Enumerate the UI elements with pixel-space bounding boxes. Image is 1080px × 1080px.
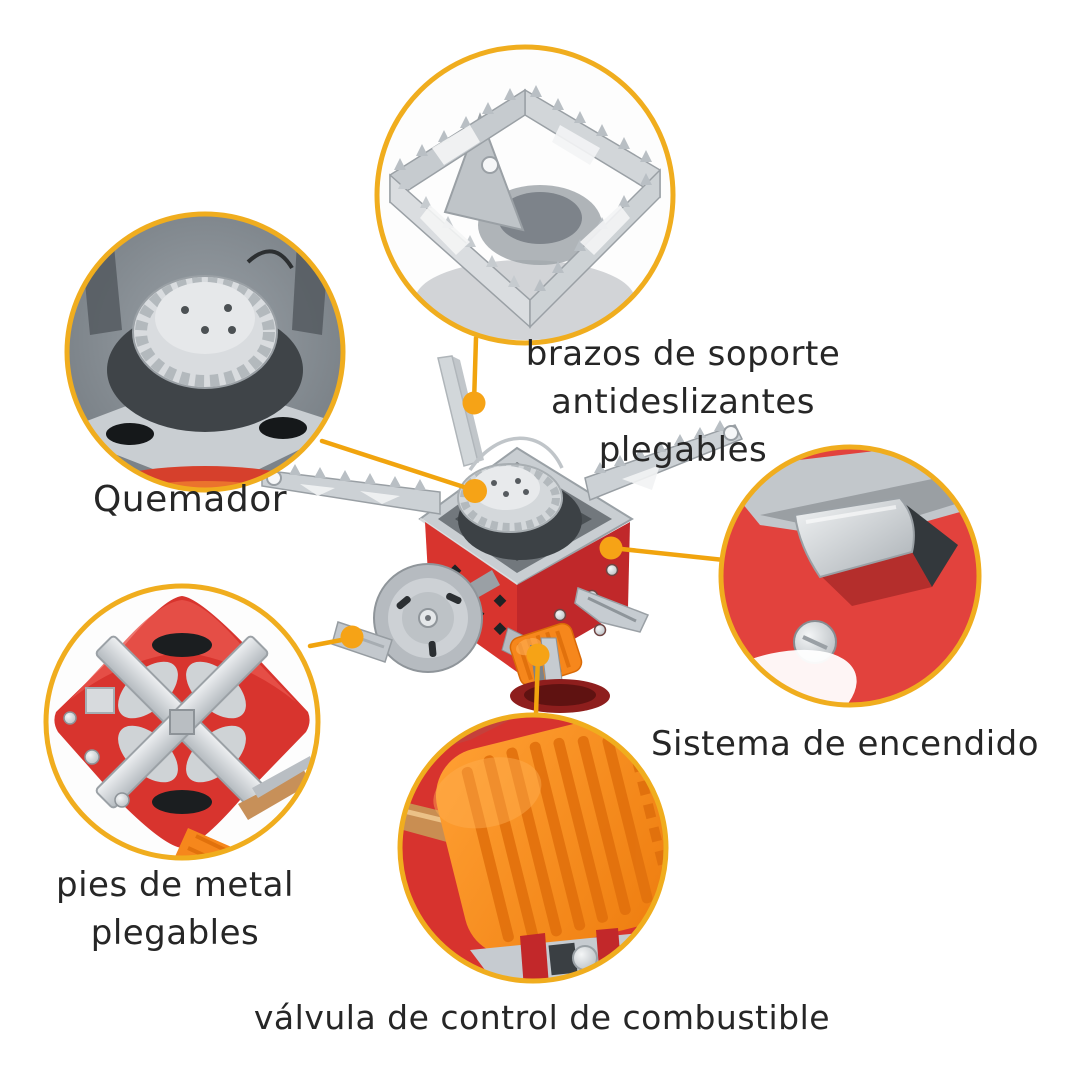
callout-label-pies-line-2: plegables [90,913,260,953]
stove-burner [457,463,582,560]
anchor-dot-quemador [463,479,487,503]
callout-bubble-brazos [374,44,676,346]
callout-label-valvula: válvula de control de combustible [242,994,842,1042]
callout-bubble-encendido [718,444,982,708]
stove-ignition-wire [468,436,564,471]
stove-right-arm [584,420,744,502]
anchor-dot-pies [340,625,364,649]
callout-label-brazos-line-2: antideslizantes plegables [551,382,815,470]
callout-label-encendido: Sistema de encendido [645,720,1045,768]
anchor-dots [340,391,623,667]
anchor-dot-encendido [599,536,623,560]
callout-label-pies: pies de metal plegables [25,861,325,957]
callout-label-pies-line-1: pies de metal [56,865,294,905]
callout-bubble-valvula [397,712,669,984]
anchor-dot-valvula [526,643,550,667]
callout-label-quemador: Quemador [40,476,340,524]
connector-line-encendido [609,545,727,563]
callout-label-brazos: brazos de soporte antideslizantes plegab… [483,330,883,474]
anchor-dot-brazos [462,391,486,415]
stove-leg-disc [373,563,500,673]
stove-right-foot [574,586,650,633]
stove-left-arm [261,460,441,515]
callout-label-valvula-line-1: válvula de control de combustible [253,998,831,1037]
connector-line-quemador [319,438,473,492]
callout-label-encendido-line-1: Sistema de encendido [650,724,1040,764]
callout-bubble-pies [43,583,321,861]
callout-label-quemador-line-1: Quemador [92,479,288,520]
callout-label-brazos-line-1: brazos de soporte [525,334,841,374]
